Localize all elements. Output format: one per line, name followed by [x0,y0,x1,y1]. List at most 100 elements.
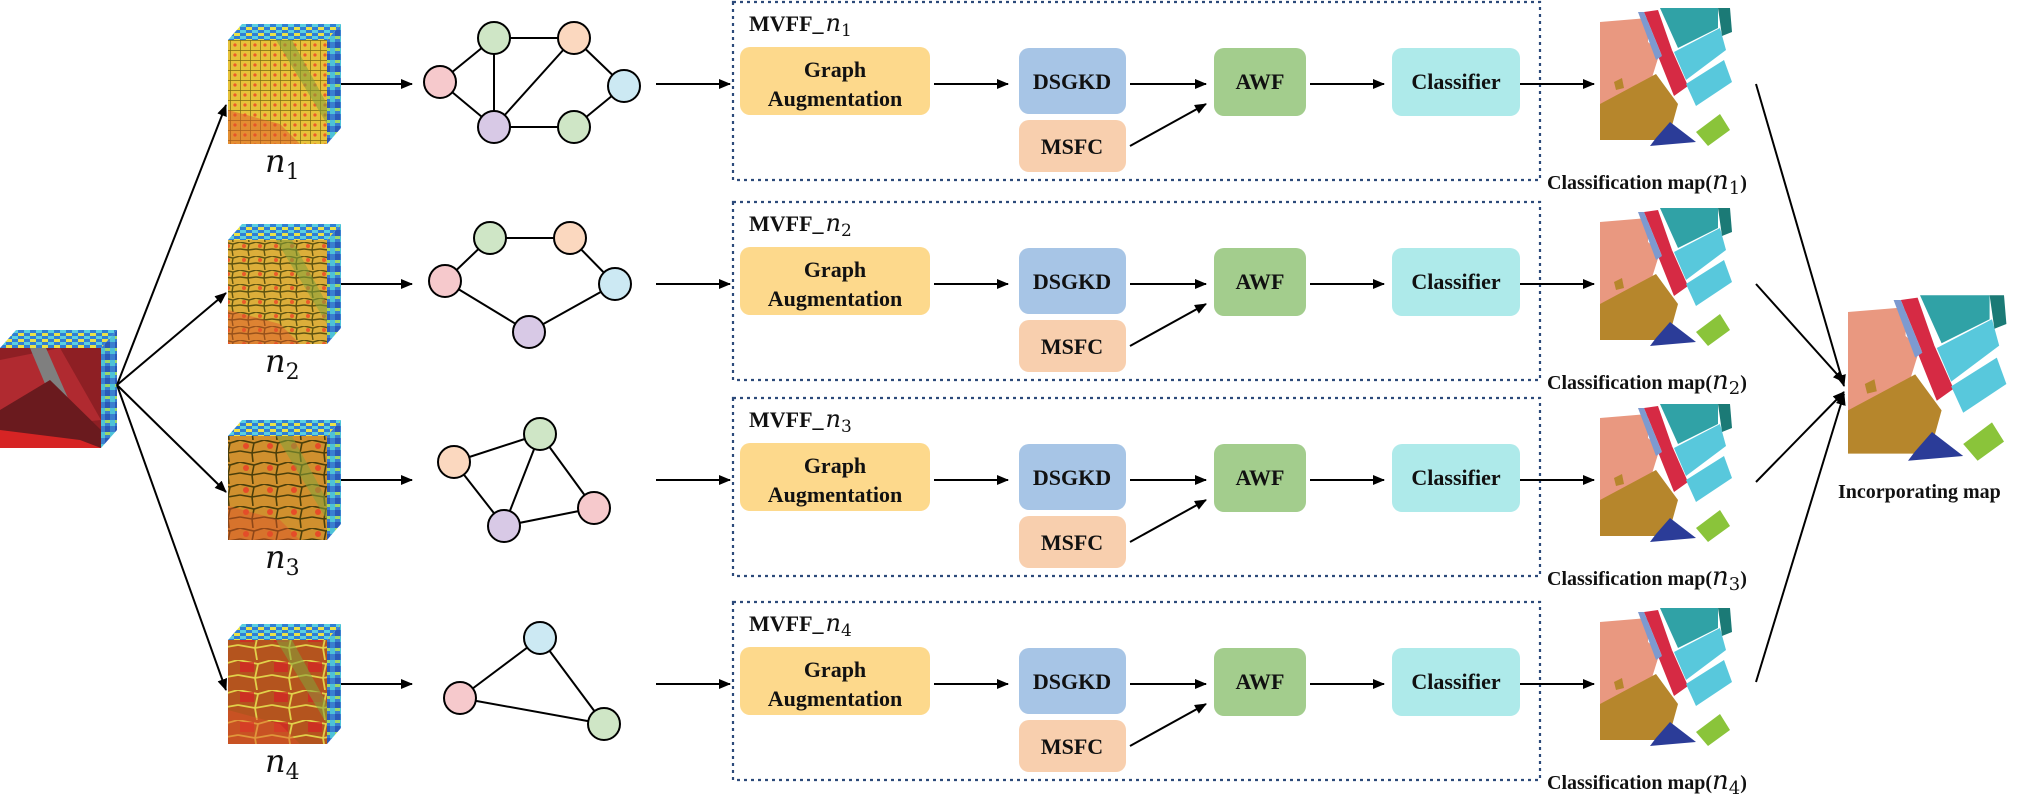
cube-label: n3 [265,538,300,581]
arrow-input-to-n2 [116,292,227,386]
mvff-module-box [731,200,1542,382]
arrow-map4-to-incorporating [1755,393,1846,683]
map-label-close: ) [1740,172,1747,194]
classification-map-label: Classification map(n4) [1547,766,1747,799]
mvff-title-var: n [826,609,841,637]
map-label-close: ) [1740,772,1747,794]
mvff-module-box [731,0,1542,182]
map-label-text: Classification map( [1547,372,1712,394]
msfc-label: MSFC [1041,134,1103,159]
fusion-arrows [1755,83,1846,683]
dsgkd-label: DSGKD [1033,69,1111,94]
graph-augmentation-label-line1: Graph [804,657,866,682]
graph-node [598,267,632,301]
superpixel-cube [228,624,341,744]
arrow-msfc-to-awf [1129,103,1207,147]
cube-label-sub: 4 [286,760,300,785]
map-label-sub: 4 [1729,778,1740,799]
cube-label-sub: 3 [286,556,300,581]
map-label-close: ) [1740,372,1747,394]
cube-label-sub: 2 [286,360,300,385]
branch-n1: n 1 MVFF_n1 Graph Augmentation DSGKD MSFC… [228,0,1747,199]
classifier-label: Classifier [1411,269,1500,294]
cube-label-var: n [265,538,286,576]
classifier-block [1392,648,1520,716]
msfc-block [1019,120,1126,172]
cube-top-face [228,24,341,40]
arrow-msfc-to-awf [1129,499,1207,543]
map-label-var: n [1712,166,1729,196]
input-hsi-cube [0,330,117,448]
mvff-title-sub: 2 [841,221,852,241]
arrow-input-to-n3 [116,384,227,493]
graph-augmentation-label-line2: Augmentation [768,86,902,111]
cube-road-overlay [276,240,327,324]
cube-field-overlay [228,110,300,144]
awf-label: AWF [1236,69,1285,94]
arrow-input-to-n1 [116,104,227,386]
classification-map [1600,608,1732,746]
graph-node [587,707,621,741]
map-label-var: n [1712,366,1729,396]
branch-n2: n2 MVFF_n2 Graph Augmentation DSGKD MSFC… [228,200,1747,399]
mvff-title-text: MVFF_ [749,407,825,432]
input-cube-top-face [0,330,117,348]
cube-side-face [327,420,341,540]
graph-node [557,110,591,144]
branches: n 1 MVFF_n1 Graph Augmentation DSGKD MSFC… [228,0,1747,799]
cube-top-face [228,420,341,436]
classifier-label: Classifier [1411,69,1500,94]
graph-edge [539,637,605,725]
mvff-module-title: MVFF_n1 [749,9,852,41]
superpixel-graph [443,621,621,741]
awf-label: AWF [1236,269,1285,294]
input-cube-red-region [0,430,101,448]
classification-map-image [1600,208,1732,346]
graph-node [428,264,462,298]
classification-map-image [1600,404,1732,542]
graph-node [523,621,557,655]
map-label-var: n [1712,562,1729,592]
graph-augmentation-block [740,443,930,511]
classifier-block [1392,48,1520,116]
cube-label: n4 [265,742,300,785]
mvff-title-sub: 3 [841,417,852,437]
mvff-title-sub: 4 [841,621,852,641]
map-label-var: n [1712,766,1729,796]
dsgkd-label: DSGKD [1033,669,1111,694]
cube-top-face [228,224,341,240]
superpixel-cube [228,420,341,540]
classification-map [1600,208,1732,346]
graph-node [607,69,641,103]
arrow-msfc-to-awf [1129,703,1207,747]
graph-node [477,110,511,144]
input-arrows [116,104,228,691]
dsgkd-block [1019,444,1126,510]
map-label-text: Classification map( [1547,568,1712,590]
graph-node [523,417,557,451]
awf-label: AWF [1236,465,1285,490]
mvff-module-title: MVFF_n2 [749,209,852,241]
mvff-title-var: n [826,405,841,433]
cube-label: n2 [265,342,300,385]
graph-augmentation-label-line1: Graph [804,57,866,82]
graph-augmentation-label-line2: Augmentation [768,286,902,311]
cube-label-var: n [265,742,286,780]
graph-node [437,445,471,479]
mvff-title-text: MVFF_ [749,211,825,236]
dsgkd-label: DSGKD [1033,269,1111,294]
cube-label-sub: 1 [286,160,300,185]
awf-block [1214,444,1306,512]
cube-road-overlay [276,40,327,124]
arrow-map3-to-incorporating [1755,391,1845,483]
map-label-text: Classification map( [1547,172,1712,194]
graph-augmentation-block [740,47,930,115]
msfc-block [1019,320,1126,372]
graph-node [423,65,457,99]
graph-augmentation-label-line1: Graph [804,257,866,282]
superpixel-cube [228,224,341,344]
cube-side-face [327,224,341,344]
graph-node [443,681,477,715]
classifier-label: Classifier [1411,669,1500,694]
